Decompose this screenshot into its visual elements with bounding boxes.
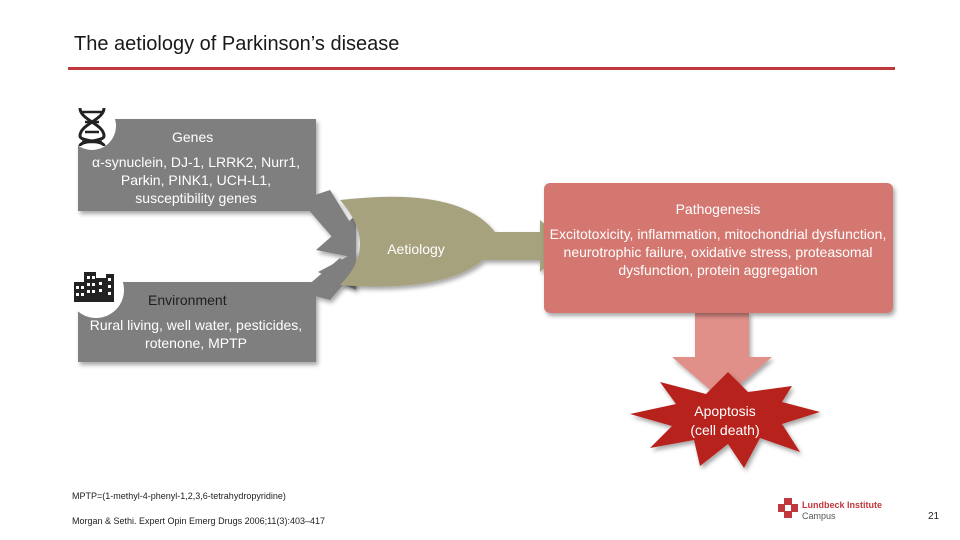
reference-footnote: Morgan & Sethi. Expert Opin Emerg Drugs … bbox=[72, 516, 325, 526]
apoptosis-burst bbox=[630, 372, 820, 468]
environment-detail: Rural living, well water, pesticides, ro… bbox=[89, 317, 303, 352]
title-divider bbox=[68, 67, 895, 70]
apoptosis-line1: Apoptosis bbox=[694, 403, 756, 419]
abbreviation-footnote: MPTP=(1-methyl-4-phenyl-1,2,3,6-tetrahyd… bbox=[72, 491, 286, 501]
environment-box bbox=[78, 252, 356, 362]
logo-text-line2: Campus bbox=[802, 511, 836, 521]
apoptosis-label: Apoptosis (cell death) bbox=[640, 402, 810, 440]
genes-detail: α-synuclein, DJ-1, LRRK2, Nurr1, Parkin,… bbox=[91, 154, 301, 207]
logo-text-line1: Lundbeck Institute bbox=[802, 500, 883, 510]
lundbeck-logo-icon bbox=[778, 498, 798, 518]
dna-icon bbox=[68, 102, 116, 150]
apoptosis-line2: (cell death) bbox=[690, 421, 760, 438]
page-number: 21 bbox=[928, 511, 940, 522]
buildings-icon bbox=[68, 262, 124, 318]
genes-box bbox=[78, 119, 356, 258]
aetiology-label: Aetiology bbox=[387, 241, 445, 257]
pathogenesis-box bbox=[544, 183, 893, 313]
pathogenesis-detail: Excitotoxicity, inflammation, mitochondr… bbox=[549, 226, 887, 279]
environment-heading: Environment bbox=[148, 292, 227, 308]
genes-heading: Genes bbox=[172, 129, 214, 145]
pathogenesis-heading: Pathogenesis bbox=[675, 201, 761, 217]
page-title: The aetiology of Parkinson’s disease bbox=[74, 33, 400, 55]
